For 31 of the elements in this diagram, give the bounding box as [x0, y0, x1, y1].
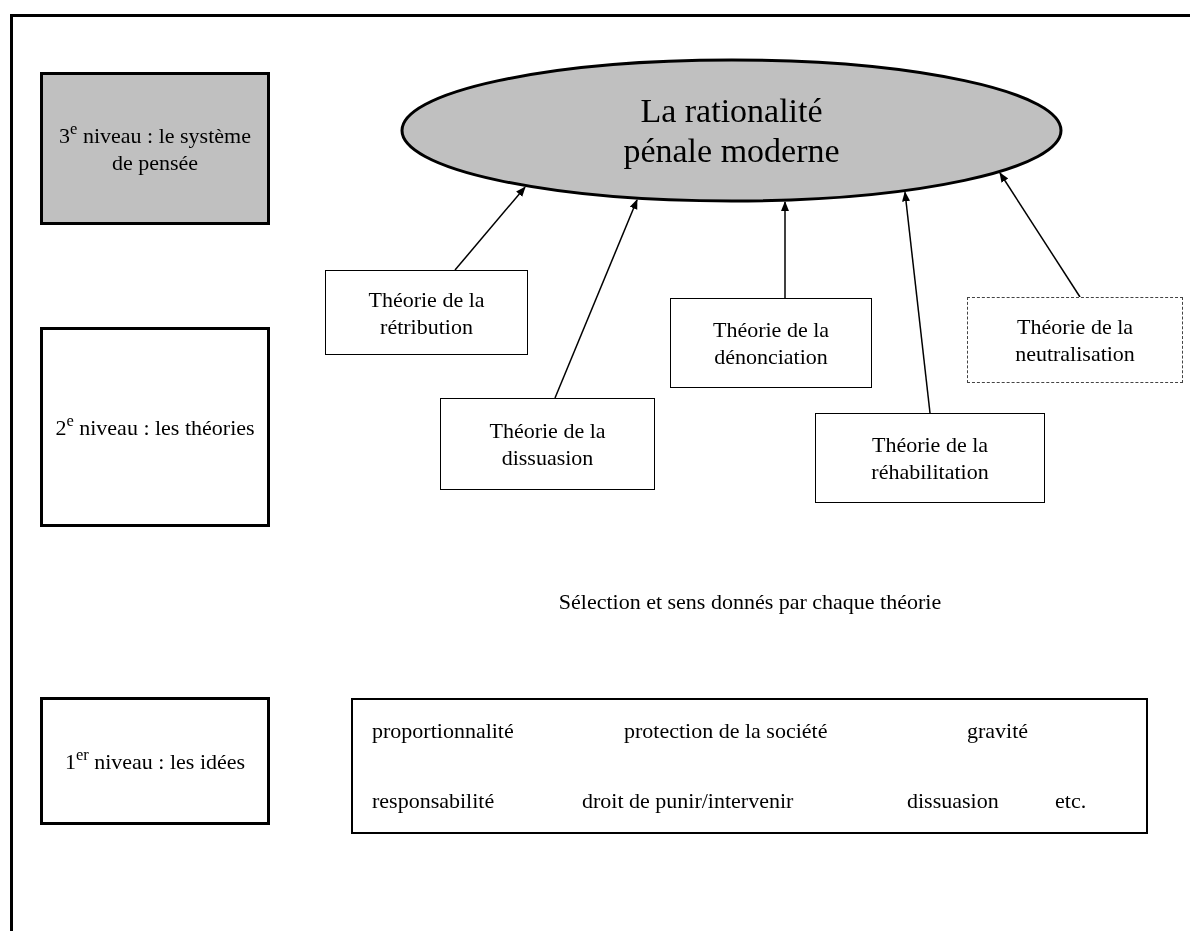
idea-text: gravité	[967, 718, 1029, 744]
idea-text: dissuasion	[907, 788, 999, 814]
level-box	[40, 697, 270, 825]
box-text: Théorie de la neutralisation	[1014, 313, 1136, 367]
box-text: Théorie de la dénonciation	[711, 316, 831, 370]
theory-box	[325, 270, 528, 355]
arrow	[999, 172, 1081, 298]
theory-box	[815, 413, 1045, 503]
arrow	[554, 199, 638, 399]
idea-text: protection de la société	[624, 718, 828, 744]
arrow	[454, 186, 526, 271]
idea-text: etc.	[1055, 788, 1087, 814]
box-text: Théorie de la rétribution	[367, 285, 486, 340]
level-box	[40, 72, 270, 225]
box-text: 2$^{e}$ niveau : les théories	[54, 413, 256, 441]
idea-text: proportionnalité	[372, 718, 514, 744]
box-text: 3$^{e}$ niveau : le système de pensée	[58, 121, 252, 176]
note-text: Sélection et sens donnés par chaque théorie	[557, 588, 943, 616]
idea-text: droit de punir/intervenir	[582, 788, 794, 814]
arrow	[781, 201, 789, 299]
level-box	[40, 327, 270, 527]
theory-box	[670, 298, 872, 388]
theory-box	[440, 398, 655, 490]
idea-text: responsabilité	[372, 788, 495, 814]
box-text: Théorie de la dissuasion	[488, 417, 607, 471]
box-text: 1$^{er}$ niveau : les idées	[63, 747, 247, 775]
node-title: La rationalité pénale moderne	[622, 90, 841, 171]
box-text: Théorie de la réhabilitation	[870, 431, 990, 485]
theory-box	[967, 297, 1183, 383]
arrow	[902, 191, 931, 414]
ideas-box	[351, 698, 1148, 834]
